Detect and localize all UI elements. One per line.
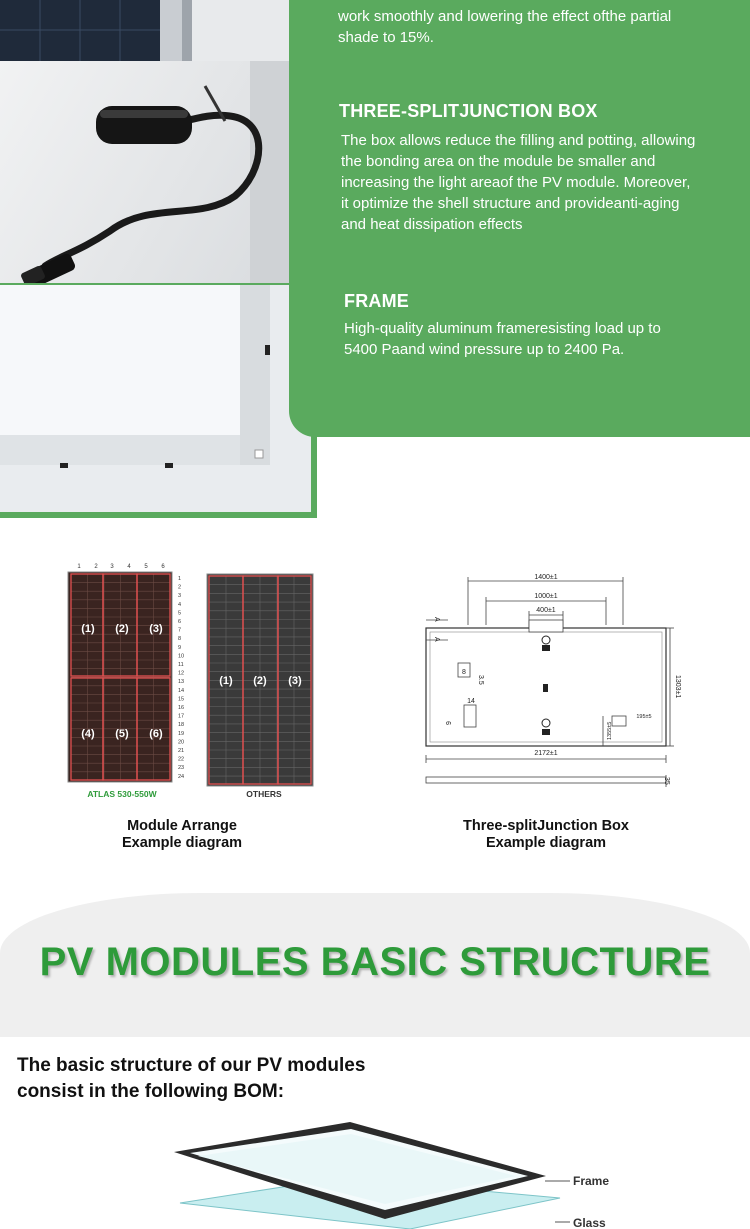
row-number: 5: [178, 610, 181, 616]
row-number: 3: [178, 593, 181, 599]
dim-3-5: 3.5: [477, 675, 484, 685]
col-num: 6: [161, 564, 165, 570]
junction-box-photo: [0, 61, 289, 283]
frame-title: FRAME: [344, 291, 409, 311]
row-number: 15: [178, 696, 184, 702]
atlas-module: (1) (2) (3) (4) (5) (6): [67, 571, 173, 783]
atlas-section-1: (1): [81, 623, 95, 635]
row-number: 22: [178, 757, 184, 763]
atlas-label: ATLAS 530-550W: [87, 789, 157, 799]
caption-line: Example diagram: [485, 835, 607, 851]
row-number: 14: [178, 688, 184, 694]
junction-box-line: The box allows reduce the filling and po…: [341, 132, 696, 149]
frame-line: 5400 Paand wind pressure up to 2400 Pa.: [344, 341, 625, 358]
top-text-line-1: work smoothly and lowering the effect of…: [338, 8, 672, 25]
row-number: 11: [178, 662, 184, 668]
label-a-1: A: [433, 617, 440, 622]
top-text-fragment: work smoothly and lowering the effect of…: [338, 0, 671, 48]
caption-line: Example diagram: [121, 835, 243, 851]
dim-35: 35: [663, 777, 670, 785]
atlas-section-2: (2): [115, 623, 129, 635]
col-num: 1: [77, 564, 81, 570]
module-arrange-diagram: 1 2 3 4 5 6 (1) (2) (3) (4): [62, 560, 322, 810]
solar-panel-photo: [0, 0, 289, 61]
frame-photo: [0, 285, 311, 512]
junction-box-caption: Three-splitJunction Box Example diagram: [446, 818, 646, 852]
section-banner: PV MODULES BASIC STRUCTURE: [0, 893, 750, 1037]
feature-card: work smoothly and lowering the effect of…: [289, 0, 750, 437]
dim-14: 14: [467, 698, 475, 705]
others-module: (1) (2) (3): [206, 573, 314, 787]
caption-line: Three-splitJunction Box: [463, 818, 629, 834]
atlas-section-6: (6): [149, 728, 163, 740]
layer-frame-label: Frame: [573, 1174, 609, 1188]
row-number: 18: [178, 722, 184, 728]
junction-box-line: it optimize the shell structure and prov…: [341, 195, 680, 212]
dim-195: 195±5: [636, 714, 651, 720]
row-number: 17: [178, 714, 184, 720]
junction-box-title: THREE-SPLITJUNCTION BOX: [339, 101, 598, 121]
row-number: 9: [178, 645, 181, 651]
row-number: 19: [178, 731, 184, 737]
dim-400: 400±1: [536, 607, 556, 614]
module-arrange-caption: Module Arrange Example diagram: [92, 818, 272, 852]
row-number: 20: [178, 739, 184, 745]
bom-line-2: consist in the following BOM:: [17, 1081, 285, 1102]
photo-column: [0, 0, 317, 518]
atlas-section-4: (4): [81, 728, 95, 740]
dim-1355: 1355±5: [607, 722, 613, 740]
row-number: 21: [178, 748, 184, 754]
bom-line-1: The basic structure of our PV modules: [17, 1055, 366, 1076]
layer-glass-label: Glass: [573, 1216, 606, 1229]
col-num: 4: [127, 564, 131, 570]
row-number: 8: [178, 636, 181, 642]
row-number: 7: [178, 628, 181, 634]
label-a-2: A: [433, 637, 440, 642]
top-text-line-2: shade to 15%.: [338, 29, 434, 46]
atlas-section-3: (3): [149, 623, 163, 635]
row-number: 2: [178, 585, 181, 591]
row-number: 24: [178, 774, 184, 780]
col-num: 3: [110, 564, 114, 570]
row-number: 10: [178, 653, 184, 659]
row-number: 12: [178, 671, 184, 677]
col-num: 5: [144, 564, 148, 570]
row-number: 23: [178, 765, 184, 771]
others-section-3: (3): [288, 675, 302, 687]
dim-1303: 1303±1: [674, 675, 681, 698]
dim-1000: 1000±1: [534, 593, 557, 600]
atlas-section-5: (5): [115, 728, 129, 740]
others-label: OTHERS: [246, 789, 282, 799]
junction-box-line: the bonding area on the module be smalle…: [341, 153, 656, 170]
junction-box-description: The box allows reduce the filling and po…: [341, 130, 695, 235]
row-number: 6: [178, 619, 181, 625]
row-number: 13: [178, 679, 184, 685]
module-layers-illustration: Frame Glass: [160, 1118, 640, 1229]
dim-2172: 2172±1: [534, 750, 557, 757]
dim-9: 9: [446, 721, 453, 725]
row-number: 4: [178, 602, 181, 608]
section-title: PV MODULES BASIC STRUCTURE: [39, 940, 711, 984]
caption-line: Module Arrange: [127, 818, 237, 834]
junction-box-line: increasing the light areaof the PV modul…: [341, 174, 691, 191]
others-section-1: (1): [219, 675, 233, 687]
junction-box-line: and heat dissipation effects: [341, 216, 523, 233]
row-number: 16: [178, 705, 184, 711]
column-number-labels: 1 2 3 4 5 6: [77, 564, 165, 570]
bom-intro: The basic structure of our PV modules co…: [17, 1053, 437, 1105]
dim-1400: 1400±1: [534, 574, 557, 581]
junction-box-diagram: 1400±1 1000±1 400±1 2172±1 8 14 195±5 13…: [418, 565, 683, 800]
dim-8: 8: [462, 669, 466, 676]
frame-description: High-quality aluminum frameresisting loa…: [344, 318, 661, 360]
frame-line: High-quality aluminum frameresisting loa…: [344, 320, 661, 337]
row-number: 1: [178, 576, 181, 582]
col-num: 2: [94, 564, 98, 570]
others-section-2: (2): [253, 675, 267, 687]
